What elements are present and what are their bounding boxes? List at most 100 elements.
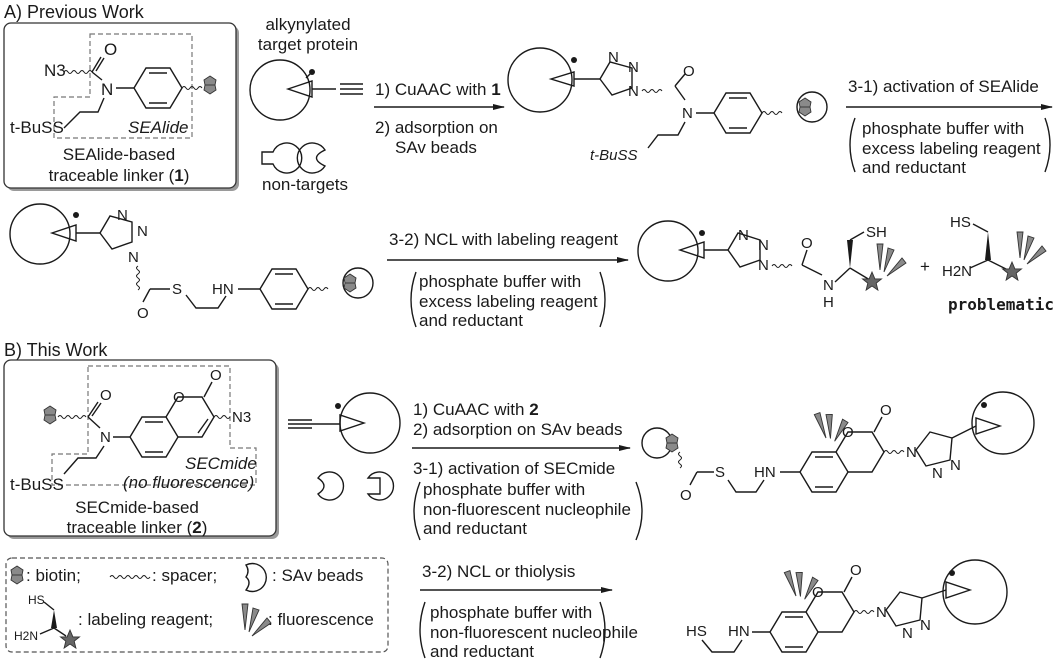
section-a-heading: A) Previous Work [4, 2, 145, 22]
target-protein-icon-b [288, 392, 401, 454]
condition-line: and reductant [423, 519, 527, 538]
ring-o: O [842, 424, 854, 441]
no-fluorescence-label: (no fluorescence) [123, 473, 254, 492]
triazole-n: N [932, 465, 943, 482]
triazole-n: N [117, 207, 128, 224]
amine-h2n: H2N [942, 263, 972, 280]
linker-1-box: N3 O N t-BuSS SEAlide SEAlide-based trac… [3, 22, 239, 191]
beads-icon [244, 562, 267, 593]
thiol-hs: HS [686, 623, 707, 640]
intermediate-b-structure: O S HN O O N N N [641, 391, 1035, 504]
spacer-icon [109, 575, 151, 579]
carbonyl-o: O [801, 235, 813, 252]
condition-line: phosphate buffer with [423, 480, 585, 499]
thioester-s: S [172, 281, 182, 298]
ring-o: O [173, 389, 185, 406]
triazole-n: N [608, 49, 619, 66]
carbonyl-o: O [100, 387, 112, 404]
sealide-label: SEAlide [128, 118, 188, 137]
condition-line: phosphate buffer with [430, 603, 592, 622]
legend-hs: HS [28, 593, 45, 607]
product-b-structure: HS HN O O N N N [686, 559, 1008, 653]
section-b-heading: B) This Work [4, 340, 108, 360]
condition-line: phosphate buffer with [862, 119, 1024, 138]
amide-n: N [682, 105, 693, 122]
azide-label: N3 [44, 61, 66, 80]
legend-labeling: : labeling reagent; [78, 610, 213, 629]
fluorescence-icon [241, 603, 272, 637]
non-target-icons [261, 142, 327, 174]
linker-1-caption: SEAlide-based [63, 145, 175, 164]
triazole-n: N [876, 604, 887, 621]
linker-1-caption-2: traceable linker (1) [49, 166, 190, 185]
step3-1-b-label: 3-1) activation of SECmide [413, 459, 615, 478]
legend-beads: : SAv beads [272, 566, 363, 585]
condition-line: and reductant [430, 642, 534, 661]
triazole-n: N [137, 223, 148, 240]
amine-hn: HN [212, 281, 234, 298]
triazole-n: N [758, 237, 769, 254]
legend-fluorescence: : fluorescence [268, 610, 374, 629]
intermediate-2-structure: N N N O S HN [9, 203, 374, 322]
step1-b-label: 1) CuAAC with 2 [413, 400, 539, 419]
biotin-icon [10, 565, 24, 585]
triazole-n: N [950, 457, 961, 474]
triazole-n: N [738, 227, 749, 244]
amide-n: N [101, 80, 113, 99]
triazole-n: N [628, 83, 639, 100]
triazole-n: N [920, 617, 931, 634]
thiol-hs: HS [950, 214, 971, 231]
label-star-icon [60, 629, 80, 649]
amide-h: H [823, 294, 834, 311]
intermediate-1-structure: N N N O N t-BuSS [507, 47, 828, 164]
lactone-o: O [850, 562, 862, 579]
step2-b-label: 2) adsorption on SAv beads [413, 420, 623, 439]
triazole-n: N [906, 444, 917, 461]
linker-2-box: O N O O N3 t-BuSS SECmide (no fluorescen… [3, 359, 279, 539]
amine-hn: HN [754, 464, 776, 481]
condition-line: and reductant [419, 311, 523, 330]
non-targets-label: non-targets [262, 175, 348, 194]
triazole-n: N [628, 59, 639, 76]
step1-label: 1) CuAAC with 1 [375, 80, 501, 99]
condition-line: excess labeling reagent [862, 139, 1041, 158]
target-protein-icon [249, 59, 363, 121]
step2-label: 2) adsorption on [375, 118, 498, 137]
linker-2-caption: SECmide-based [75, 498, 199, 517]
problematic-label: problematic [948, 295, 1054, 314]
step2-label-2: SAv beads [395, 138, 477, 157]
tbuss-label: t-BuSS [10, 475, 64, 494]
carbonyl-o: O [680, 487, 692, 504]
linker-2-caption-2: traceable linker (2) [67, 518, 208, 537]
step3-2-label: 3-2) NCL with labeling reagent [389, 230, 618, 249]
triazole-n: N [758, 257, 769, 274]
tbuss-label: t-BuSS [10, 118, 64, 137]
condition-line: non-fluorescent nucleophile [423, 500, 631, 519]
byproduct-structure: HS H2N [942, 214, 1047, 281]
legend-h2n: H2N [14, 629, 38, 643]
condition-line: and reductant [862, 158, 966, 177]
thiol-sh: SH [866, 224, 887, 241]
tbuss-label: t-BuSS [590, 147, 638, 164]
azide-label: N3 [232, 409, 251, 426]
condition-line: phosphate buffer with [419, 272, 581, 291]
amide-n: N [100, 429, 111, 446]
step3-1-label: 3-1) activation of SEAlide [848, 77, 1039, 96]
legend-biotin: : biotin; [26, 566, 81, 585]
plus-sign: + [920, 257, 930, 276]
legend-box: : biotin; : spacer; : SAv beads HS H2N :… [5, 557, 389, 653]
secmide-label: SECmide [185, 454, 257, 473]
protein-label: alkynylated [265, 15, 350, 34]
triazole-n: N [902, 625, 913, 642]
legend-spacer: : spacer; [152, 566, 217, 585]
non-target-icons-b [317, 471, 395, 501]
condition-line: non-fluorescent nucleophile [430, 623, 638, 642]
condition-line: excess labeling reagent [419, 292, 598, 311]
amide-n: N [823, 277, 834, 294]
lactone-o: O [880, 402, 892, 419]
amine-hn: HN [728, 623, 750, 640]
thioester-s: S [715, 464, 725, 481]
carbonyl-o: O [137, 305, 149, 322]
lactone-o: O [210, 367, 222, 384]
